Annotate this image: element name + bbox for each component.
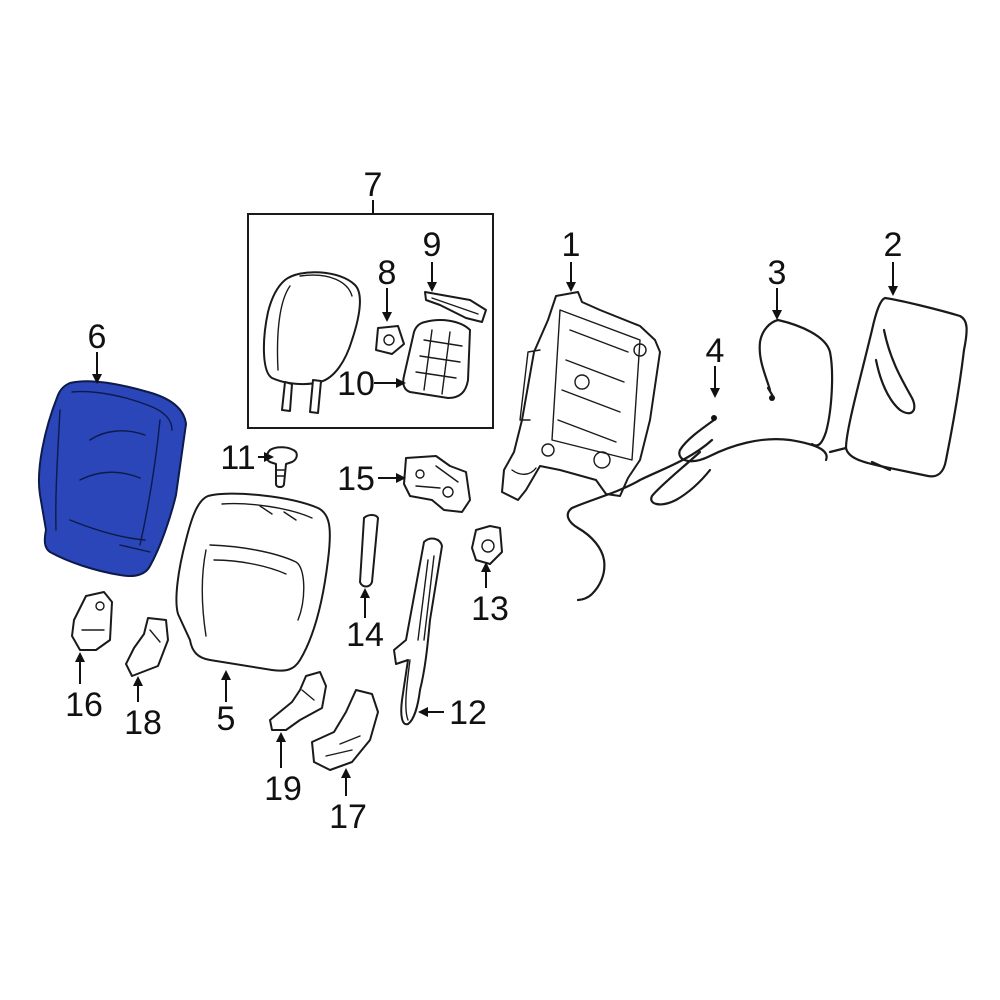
callout-5[interactable]: 5 bbox=[217, 700, 236, 738]
callout-2[interactable]: 2 bbox=[884, 226, 903, 264]
part-9-trim-piece[interactable] bbox=[424, 291, 487, 323]
callout-7[interactable]: 7 bbox=[364, 166, 383, 204]
callout-labels: 1 2 3 4 5 6 7 8 9 10 11 12 13 14 15 16 1… bbox=[65, 166, 902, 836]
part-18-bracket[interactable] bbox=[125, 617, 169, 677]
part-16-bracket[interactable] bbox=[71, 591, 113, 651]
callout-6[interactable]: 6 bbox=[88, 318, 107, 356]
callout-12[interactable]: 12 bbox=[449, 694, 487, 732]
part-7-group-box bbox=[247, 213, 494, 429]
callout-17[interactable]: 17 bbox=[329, 798, 367, 836]
callout-16[interactable]: 16 bbox=[65, 686, 103, 724]
part-2-wire-harness[interactable] bbox=[828, 296, 968, 478]
callout-11[interactable]: 11 bbox=[220, 439, 255, 477]
part-19-bracket[interactable] bbox=[269, 671, 327, 731]
part-6-seat-back-cover[interactable] bbox=[37, 380, 188, 577]
part-17-bracket[interactable] bbox=[311, 689, 379, 771]
part-14-trim-strip[interactable] bbox=[359, 514, 379, 588]
callout-4[interactable]: 4 bbox=[706, 332, 725, 370]
part-8-guide[interactable] bbox=[375, 325, 405, 355]
callout-1[interactable]: 1 bbox=[562, 226, 581, 264]
part-12-strap[interactable] bbox=[393, 537, 443, 726]
part-13-clip[interactable] bbox=[471, 525, 503, 565]
callout-8[interactable]: 8 bbox=[378, 254, 397, 292]
callout-13[interactable]: 13 bbox=[471, 590, 509, 628]
part-1-seat-frame[interactable] bbox=[501, 291, 661, 501]
callout-19[interactable]: 19 bbox=[264, 770, 302, 808]
part-4-cable[interactable] bbox=[566, 415, 828, 602]
part-15-bracket[interactable] bbox=[403, 455, 471, 513]
callout-10[interactable]: 10 bbox=[337, 365, 375, 403]
leader-lines bbox=[75, 200, 898, 796]
callout-14[interactable]: 14 bbox=[346, 616, 384, 654]
part-10-panel[interactable] bbox=[402, 319, 471, 399]
callout-3[interactable]: 3 bbox=[768, 254, 787, 292]
callout-15[interactable]: 15 bbox=[337, 460, 375, 498]
callout-9[interactable]: 9 bbox=[423, 226, 442, 264]
part-11-bolt[interactable] bbox=[266, 446, 298, 488]
part-3-cable[interactable] bbox=[758, 318, 834, 447]
part-5-seat-back-pad[interactable] bbox=[175, 492, 331, 672]
callout-18[interactable]: 18 bbox=[124, 704, 162, 742]
part-headrest[interactable] bbox=[262, 271, 361, 414]
